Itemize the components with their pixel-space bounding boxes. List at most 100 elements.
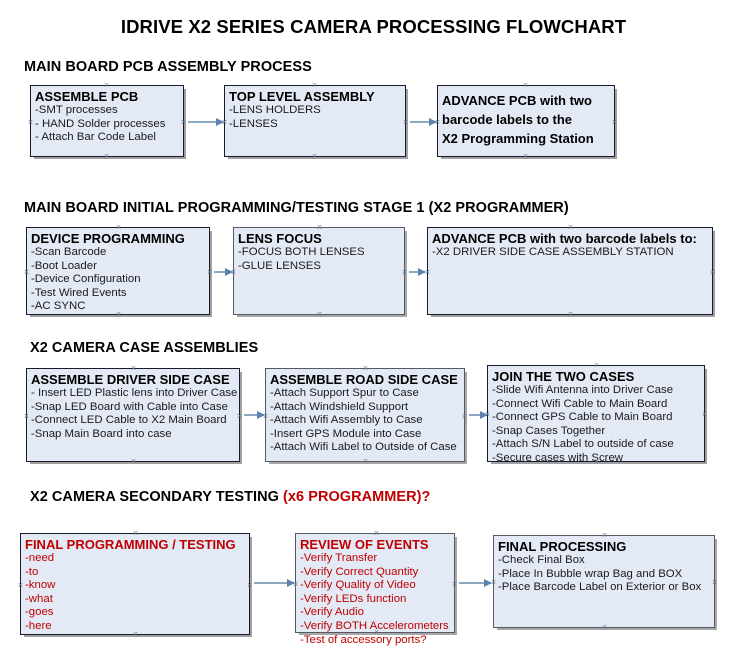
connector-top-level-to-advance-pcb — [410, 118, 437, 126]
box-assemble-road-side-case[interactable]: ASSEMBLE ROAD SIDE CASE -Attach Support … — [265, 368, 465, 462]
handle-top-icon[interactable] — [362, 365, 369, 372]
box-final-programming-testing[interactable]: FINAL PROGRAMMING / TESTING -need -to -k… — [20, 533, 250, 635]
handle-right-icon[interactable] — [611, 119, 618, 126]
handle-right-icon[interactable] — [180, 119, 187, 126]
handle-bottom-icon[interactable] — [132, 631, 139, 638]
section-title-x2-camera-case-assemblies: X2 CAMERA CASE ASSEMBLIES — [30, 340, 259, 356]
handle-top-icon[interactable] — [103, 82, 110, 89]
box-device-programming-line-1: -Scan Barcode — [31, 246, 107, 258]
handle-top-icon[interactable] — [567, 224, 574, 231]
handle-bottom-icon[interactable] — [567, 311, 574, 318]
handle-top-icon[interactable] — [115, 224, 122, 231]
handle-right-icon[interactable] — [711, 579, 718, 586]
handle-bottom-icon[interactable] — [103, 153, 110, 160]
handle-right-icon[interactable] — [461, 413, 468, 420]
box-assemble-driver-side-case[interactable]: ASSEMBLE DRIVER SIDE CASE - Insert LED P… — [26, 368, 240, 462]
box-assemble-pcb-line-1: -SMT processes — [35, 104, 118, 116]
handle-top-icon[interactable] — [130, 365, 137, 372]
handle-top-icon[interactable] — [593, 362, 600, 369]
handle-bottom-icon[interactable] — [115, 311, 122, 318]
handle-left-icon[interactable] — [292, 581, 299, 588]
box-device-programming-line-5: -AC SYNC — [31, 300, 86, 313]
box-join-the-two-cases-line-6: -Secure cases with Screw — [492, 451, 624, 464]
box-assemble-road-side-case-line-2: -Attach Windshield Support — [270, 400, 409, 413]
box-advance-pcb-driver-side-case-line-1: -X2 DRIVER SIDE CASE ASSEMBLY STATION — [432, 246, 674, 258]
box-join-the-two-cases[interactable]: JOIN THE TWO CASES -Slide Wifi Antenna i… — [484, 362, 708, 465]
box-lens-focus[interactable]: LENS FOCUS -FOCUS BOTH LENSES -GLUE LENS… — [233, 227, 405, 315]
handle-left-icon[interactable] — [221, 119, 228, 126]
handle-top-icon[interactable] — [311, 82, 318, 89]
handle-bottom-icon[interactable] — [373, 629, 380, 636]
handle-bottom-icon[interactable] — [362, 458, 369, 465]
connector-final-programming-to-review-of-events — [254, 579, 295, 587]
box-assemble-road-side-case-line-1: -Attach Support Spur to Case — [270, 387, 419, 399]
handle-right-icon[interactable] — [709, 269, 716, 276]
section-title-main-board-initial-programming: MAIN BOARD INITIAL PROGRAMMING/TESTING S… — [24, 200, 569, 216]
box-final-processing-line-1: -Check Final Box — [498, 554, 585, 566]
box-device-programming-line-3: -Device Configuration — [31, 273, 141, 286]
box-review-of-events-line-4: -Verify LEDs function — [300, 592, 407, 605]
handle-top-icon[interactable] — [373, 530, 380, 537]
box-final-processing-line-2: -Place In Bubble wrap Bag and BOX — [498, 567, 683, 580]
box-join-the-two-cases-line-3: -Connect GPS Cable to Main Board — [492, 411, 673, 424]
handle-bottom-icon[interactable] — [593, 458, 600, 465]
handle-left-icon[interactable] — [17, 582, 24, 589]
handle-left-icon[interactable] — [490, 579, 497, 586]
box-device-programming-line-4: -Test Wired Events — [31, 286, 127, 299]
box-final-processing-line-3: -Place Barcode Label on Exterior or Box — [498, 581, 702, 594]
handle-bottom-icon[interactable] — [311, 153, 318, 160]
handle-left-icon[interactable] — [424, 269, 431, 276]
box-top-level-assembly-line-1: -LENS HOLDERS — [229, 104, 321, 116]
handle-right-icon[interactable] — [236, 413, 243, 420]
box-final-processing-heading: FINAL PROCESSING — [498, 539, 627, 554]
box-final-programming-testing-line-1: -need — [25, 552, 55, 564]
box-advance-pcb-driver-side-case-heading: ADVANCE PCB with two barcode labels to: — [432, 231, 697, 246]
box-final-programming-testing-line-3: -know — [25, 579, 56, 592]
handle-bottom-icon[interactable] — [130, 458, 137, 465]
box-review-of-events-heading: REVIEW OF EVENTS — [300, 537, 429, 552]
handle-top-icon[interactable] — [601, 532, 608, 539]
handle-left-icon[interactable] — [230, 269, 237, 276]
box-review-of-events-line-3: -Verify Quality of Video — [300, 579, 416, 592]
box-join-the-two-cases-heading: JOIN THE TWO CASES — [492, 369, 635, 384]
handle-left-icon[interactable] — [262, 413, 269, 420]
handle-bottom-icon[interactable] — [316, 311, 323, 318]
handle-left-icon[interactable] — [434, 119, 441, 126]
box-advance-pcb-driver-side-case[interactable]: ADVANCE PCB with two barcode labels to: … — [427, 227, 713, 315]
handle-right-icon[interactable] — [401, 269, 408, 276]
handle-top-icon[interactable] — [522, 82, 529, 89]
handle-right-icon[interactable] — [206, 269, 213, 276]
connector-driver-case-to-road-case — [244, 411, 265, 419]
section-title-x2-camera-secondary-testing: X2 CAMERA SECONDARY TESTING (x6 PROGRAMM… — [30, 489, 430, 505]
box-review-of-events[interactable]: REVIEW OF EVENTS -Verify Transfer -Verif… — [292, 530, 458, 646]
box-assemble-pcb-line-3: - Attach Bar Code Label — [35, 131, 156, 144]
handle-right-icon[interactable] — [451, 581, 458, 588]
handle-right-icon[interactable] — [701, 411, 708, 418]
handle-left-icon[interactable] — [23, 269, 30, 276]
box-advance-pcb-programming-station-line-2: barcode labels to the — [442, 112, 573, 127]
handle-bottom-icon[interactable] — [522, 153, 529, 160]
handle-top-icon[interactable] — [132, 530, 139, 537]
box-top-level-assembly[interactable]: TOP LEVEL ASSEMBLY -LENS HOLDERS -LENSES — [224, 85, 406, 157]
box-lens-focus-line-1: -FOCUS BOTH LENSES — [238, 246, 365, 258]
handle-left-icon[interactable] — [484, 411, 491, 418]
handle-right-icon[interactable] — [246, 582, 253, 589]
box-top-level-assembly-line-2: -LENSES — [229, 117, 278, 130]
handle-right-icon[interactable] — [402, 119, 409, 126]
box-final-processing[interactable]: FINAL PROCESSING -Check Final Box -Place… — [493, 535, 715, 628]
box-final-programming-testing-line-2: -to — [25, 565, 39, 578]
handle-left-icon[interactable] — [23, 413, 30, 420]
box-final-programming-testing-line-4: -what — [25, 592, 53, 605]
box-assemble-pcb[interactable]: ASSEMBLE PCB -SMT processes - HAND Solde… — [30, 85, 184, 157]
box-advance-pcb-programming-station[interactable]: ADVANCE PCB with two barcode labels to t… — [437, 85, 615, 157]
handle-bottom-icon[interactable] — [601, 624, 608, 631]
handle-left-icon[interactable] — [27, 119, 34, 126]
handle-top-icon[interactable] — [316, 224, 323, 231]
box-device-programming-heading: DEVICE PROGRAMMING — [31, 231, 185, 246]
box-assemble-road-side-case-line-3: -Attach Wifi Assembly to Case — [270, 414, 423, 427]
box-review-of-events-line-7: -Test of accessory ports? — [300, 633, 427, 646]
box-device-programming[interactable]: DEVICE PROGRAMMING -Scan Barcode -Boot L… — [26, 227, 210, 315]
box-device-programming-line-2: -Boot Loader — [31, 259, 97, 272]
box-assemble-road-side-case-line-5: -Attach Wifi Label to Outside of Case — [270, 441, 457, 454]
